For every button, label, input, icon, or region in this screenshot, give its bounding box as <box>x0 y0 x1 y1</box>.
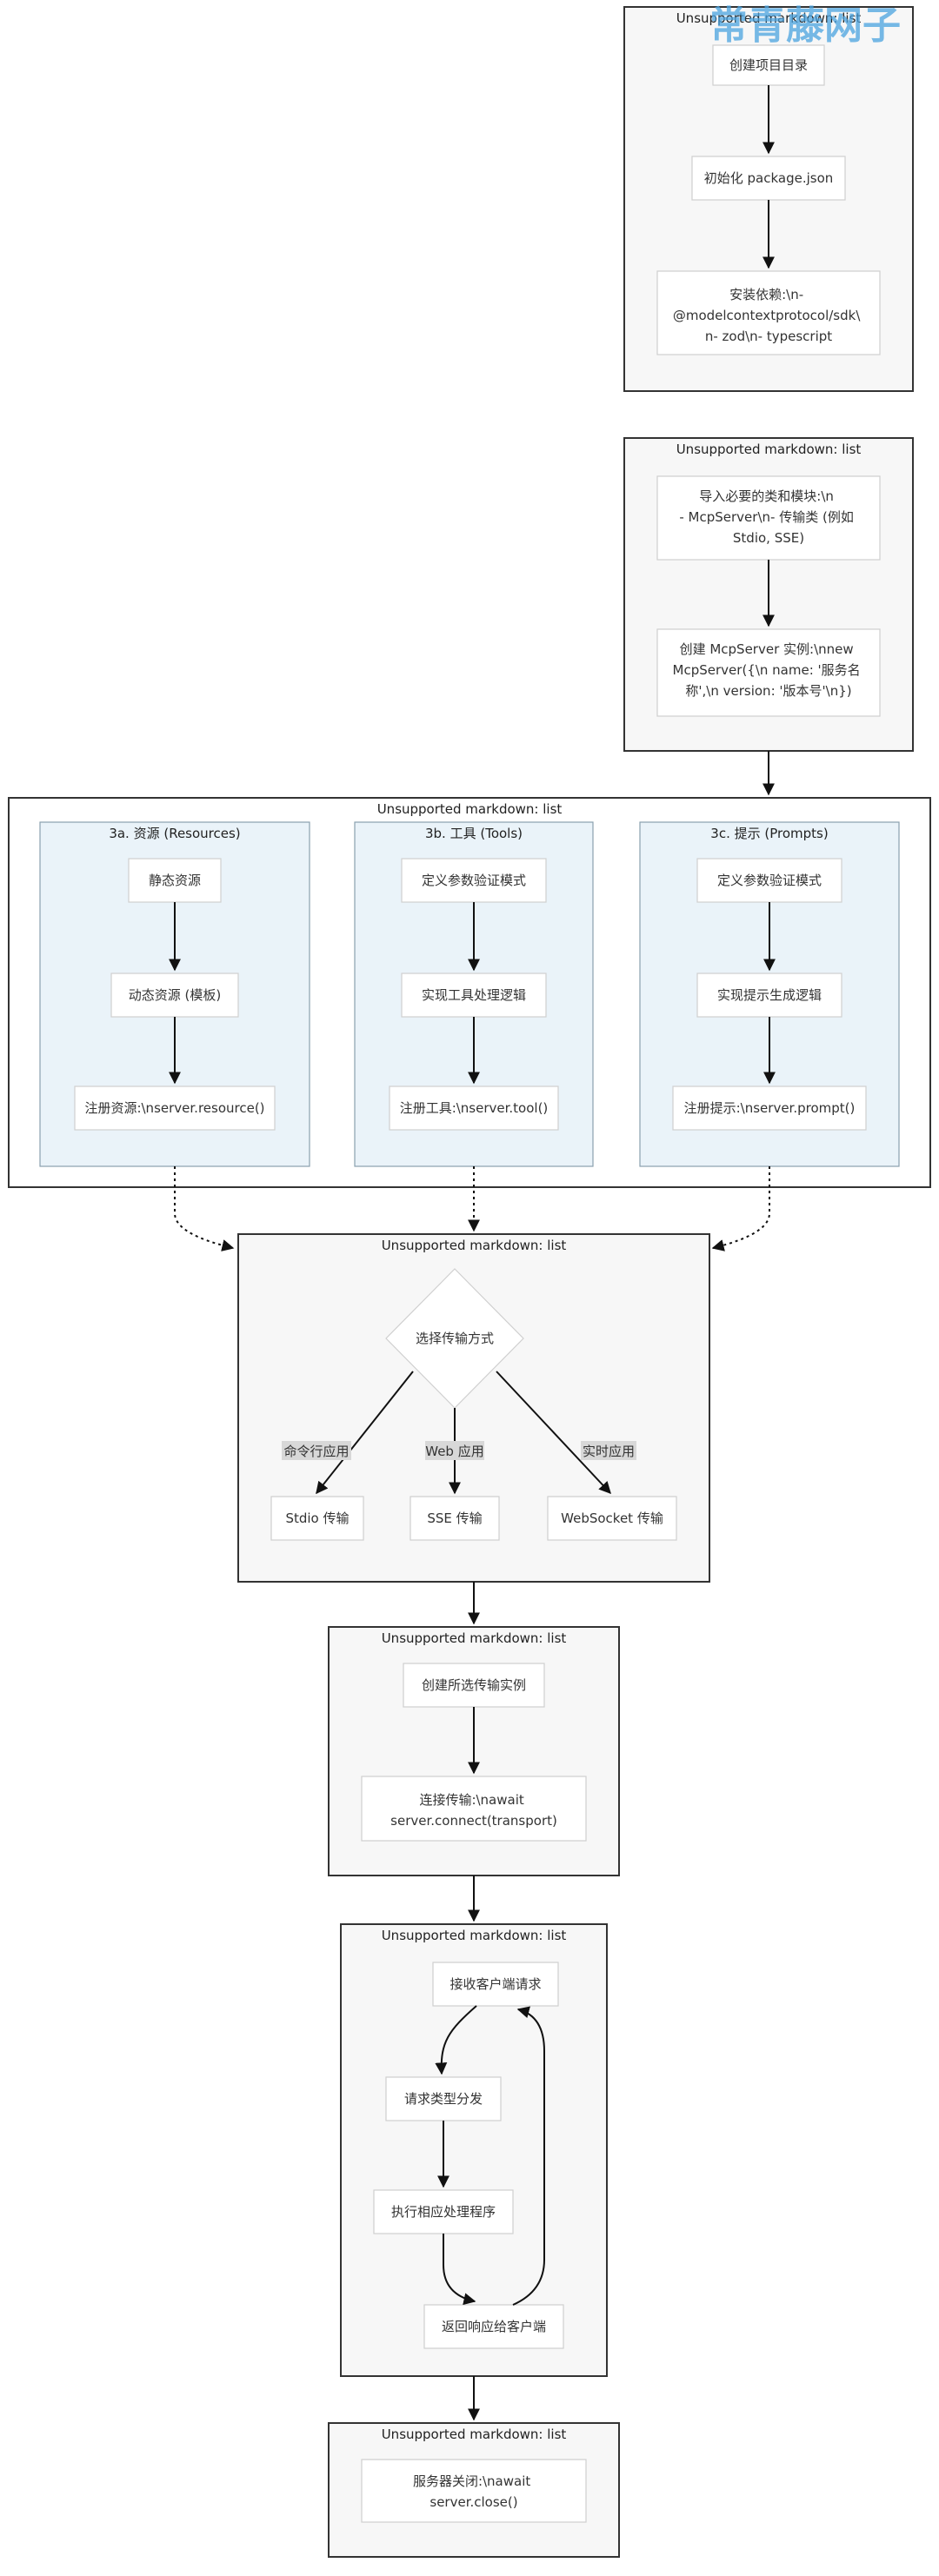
edge-label-realtime-bg <box>581 1441 636 1460</box>
node-connect-transport-line: 连接传输:\nawait <box>419 1792 523 1808</box>
subgroup-tools-title: 3b. 工具 (Tools) <box>425 826 523 841</box>
edge-label-cli: 命令行应用 <box>283 1444 349 1459</box>
node-return-response-label: 返回响应给客户端 <box>442 2319 546 2334</box>
node-tool-logic-label: 实现工具处理逻辑 <box>422 987 526 1003</box>
node-create-server-line: 创建 McpServer 实例:\nnew <box>680 641 854 657</box>
node-install-deps-label: 安装依赖:\n- @modelcontextprotocol/sdk\ n- z… <box>673 287 864 344</box>
node-server-close <box>361 2459 587 2523</box>
node-tool-logic <box>401 973 547 1018</box>
node-install-deps-line: n- zod\n- typescript <box>705 329 832 344</box>
node-handler-label: 执行相应处理程序 <box>391 2204 496 2220</box>
node-sse <box>410 1496 500 1541</box>
group-7: Unsupported markdown: list 服务器关闭:\nawait… <box>328 2422 620 2558</box>
node-import-modules <box>656 475 881 561</box>
group-7-title: Unsupported markdown: list <box>382 2427 567 2442</box>
group-2-title: Unsupported markdown: list <box>676 442 862 457</box>
group-5: Unsupported markdown: list 创建所选传输实例 连接传输… <box>328 1626 620 1876</box>
node-install-deps-line: @modelcontextprotocol/sdk\ <box>673 308 862 323</box>
node-create-transport <box>403 1663 545 1708</box>
node-stdio-label: Stdio 传输 <box>285 1510 349 1526</box>
group-6-title: Unsupported markdown: list <box>382 1928 567 1943</box>
node-init-package-label: 初始化 package.json <box>704 170 834 186</box>
node-register-resource-label: 注册资源:\nserver.resource() <box>84 1100 264 1116</box>
node-return-response <box>423 2304 564 2349</box>
node-server-close-label: 服务器关闭:\nawait server.close() <box>413 2473 535 2510</box>
node-create-server-line: 称',\n version: '版本号'\n}) <box>685 683 851 699</box>
node-tool-schema-label: 定义参数验证模式 <box>422 873 526 888</box>
edge-3c-to-4 <box>711 1166 770 1251</box>
node-create-dir-label: 创建项目目录 <box>729 57 808 73</box>
node-import-modules-line: 导入必要的类和模块:\n <box>699 488 834 504</box>
node-prompt-logic <box>696 973 842 1018</box>
node-install-deps <box>656 270 881 355</box>
node-install-deps-line: 安装依赖:\n- <box>729 287 803 302</box>
group-3-title: Unsupported markdown: list <box>377 801 563 817</box>
edge-label-web: Web 应用 <box>425 1444 483 1459</box>
edge-g6-loop <box>512 2006 545 2306</box>
node-static-resource <box>128 858 222 903</box>
node-dispatch <box>385 2076 502 2121</box>
node-prompt-logic-label: 实现提示生成逻辑 <box>717 987 822 1003</box>
node-prompt-schema-label: 定义参数验证模式 <box>717 873 822 888</box>
group-3: Unsupported markdown: list 3a. 资源 (Resou… <box>8 797 931 1188</box>
watermark-logo: 常青藤网子 <box>709 3 901 48</box>
node-server-close-line: server.close() <box>430 2494 517 2510</box>
node-register-resource <box>74 1086 276 1131</box>
node-create-server-label: 创建 McpServer 实例:\nnew McpServer({\n name… <box>673 641 865 699</box>
edge-g6-1 <box>435 2005 477 2075</box>
node-register-prompt <box>672 1086 867 1131</box>
node-prompt-schema <box>696 858 842 903</box>
node-create-server-line: McpServer({\n name: '服务名 <box>673 662 861 678</box>
node-init-package <box>691 156 846 201</box>
edge-3a-to-4 <box>174 1166 235 1251</box>
node-websocket <box>547 1496 677 1541</box>
node-dispatch-label: 请求类型分发 <box>404 2091 483 2107</box>
node-websocket-label: WebSocket 传输 <box>561 1510 663 1526</box>
node-connect-transport-line: server.connect(transport) <box>390 1813 557 1829</box>
node-tool-schema <box>401 858 547 903</box>
node-register-tool <box>389 1086 559 1131</box>
node-dynamic-resource-label: 动态资源 (模板) <box>129 987 221 1003</box>
node-stdio <box>270 1496 364 1541</box>
node-connect-transport <box>361 1776 587 1842</box>
group-4-title: Unsupported markdown: list <box>382 1238 567 1253</box>
node-register-prompt-label: 注册提示:\nserver.prompt() <box>684 1100 856 1116</box>
node-static-resource-label: 静态资源 <box>149 873 201 888</box>
decision-label: 选择传输方式 <box>416 1331 494 1346</box>
subgroup-prompts-title: 3c. 提示 (Prompts) <box>710 826 828 841</box>
edge-label-web-bg <box>425 1441 484 1460</box>
group-5-title: Unsupported markdown: list <box>382 1630 567 1646</box>
group-6: Unsupported markdown: list 接收客户端请求 请求类型分… <box>340 1923 608 2377</box>
node-dynamic-resource <box>110 973 239 1018</box>
node-receive-request-label: 接收客户端请求 <box>450 1976 541 1992</box>
node-register-tool-label: 注册工具:\nserver.tool() <box>400 1100 549 1116</box>
node-handler <box>373 2189 514 2234</box>
node-create-server <box>656 628 881 717</box>
group-1: Unsupported markdown: list 创建项目目录 初始化 pa… <box>623 6 914 392</box>
edge-g6-3 <box>443 2234 476 2306</box>
node-import-modules-line: - McpServer\n- 传输类 (例如 <box>679 509 853 525</box>
node-create-transport-label: 创建所选传输实例 <box>422 1677 526 1693</box>
node-receive-request <box>432 1962 559 2007</box>
subgroup-resources-title: 3a. 资源 (Resources) <box>109 826 240 841</box>
node-import-modules-label: 导入必要的类和模块:\n - McpServer\n- 传输类 (例如 Stdi… <box>679 488 857 546</box>
edge-to-websocket <box>496 1371 611 1495</box>
node-import-modules-line: Stdio, SSE) <box>733 530 804 546</box>
edge-label-realtime: 实时应用 <box>583 1444 635 1459</box>
edge-label-cli-bg <box>282 1441 351 1460</box>
group-2: Unsupported markdown: list 导入必要的类和模块:\n … <box>623 437 914 752</box>
node-server-close-line: 服务器关闭:\nawait <box>413 2473 530 2489</box>
group-1-title: Unsupported markdown: list <box>676 10 862 26</box>
node-sse-label: SSE 传输 <box>427 1510 482 1526</box>
group-4: Unsupported markdown: list 选择传输方式 命令行应用 … <box>237 1233 710 1583</box>
node-connect-transport-label: 连接传输:\nawait server.connect(transport) <box>390 1792 557 1829</box>
edge-to-stdio <box>316 1371 414 1495</box>
